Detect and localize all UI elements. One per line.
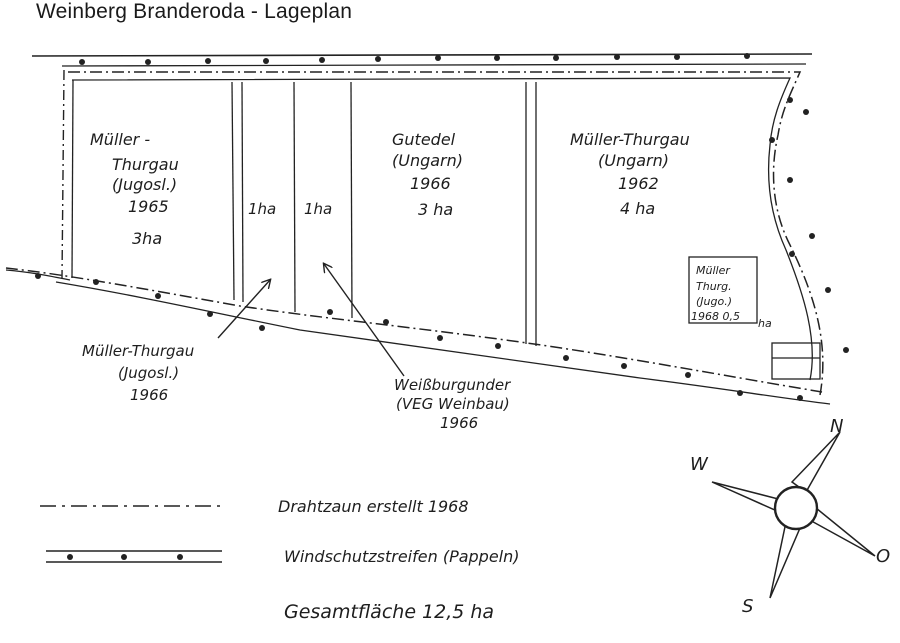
arrow-right	[324, 264, 405, 377]
parcel-4-origin: (Ungarn)	[392, 151, 463, 170]
parcel-6-unit: ha	[758, 317, 772, 330]
legend-windbreak-symbol	[46, 550, 222, 563]
parcel-1-area: 3ha	[132, 229, 162, 248]
parcel-1-year: 1965	[128, 197, 169, 216]
compass-east: O	[876, 546, 890, 567]
poplar-dots-top	[79, 53, 750, 65]
callout-left: Müller-Thurgau (Jugosl.) 1966	[82, 342, 194, 404]
compass-west: W	[690, 454, 709, 475]
parcel-1-variety-b: Thurgau	[112, 155, 179, 174]
legend-total-area: Gesamtfläche 12,5 ha	[284, 601, 494, 623]
poplar-dots-south	[35, 273, 803, 401]
page-title: Weinberg Branderoda - Lageplan	[36, 0, 353, 23]
arrow-left	[217, 280, 270, 339]
parcel-5: Müller-Thurgau (Ungarn) 1962 4 ha	[570, 130, 690, 218]
parcel-dividers	[231, 81, 537, 346]
parcel-1: Müller - Thurgau (Jugosl.) 1965 3ha	[90, 130, 179, 248]
parcel-5-area: 4 ha	[620, 199, 655, 218]
callout-left-origin: (Jugosl.)	[118, 364, 179, 382]
legend-windbreak-label: Windschutzstreifen (Pappeln)	[284, 547, 520, 566]
compass-rose	[711, 431, 876, 599]
parcel-5-variety: Müller-Thurgau	[570, 130, 690, 149]
parcel-5-origin: (Ungarn)	[598, 151, 669, 170]
parcel-5-year: 1962	[618, 174, 659, 193]
parcel-6-line-2: Thurg.	[696, 280, 732, 293]
callout-right-variety: Weißburgunder	[394, 376, 511, 394]
parcel-2-area: 1ha	[248, 200, 276, 218]
compass-south: S	[742, 596, 753, 617]
parcel-4-variety: Gutedel	[392, 130, 456, 149]
parcel-4-year: 1966	[410, 174, 451, 193]
parcel-6-line-4: 1968 0,5	[691, 310, 740, 323]
parcel-6: Müller Thurg. (Jugo.) 1968 0,5 ha	[691, 264, 772, 330]
top-windbreak	[31, 53, 813, 67]
callout-left-year: 1966	[130, 386, 168, 404]
parcel-6-line-3: (Jugo.)	[696, 295, 732, 308]
parcel-6-line-1: Müller	[696, 264, 731, 277]
fence-line	[68, 71, 824, 396]
callout-right: Weißburgunder (VEG Weinbau) 1966	[394, 376, 511, 432]
vineyard-border	[71, 77, 813, 381]
callout-left-variety: Müller-Thurgau	[82, 342, 194, 360]
legend-fence-label: Drahtzaun erstellt 1968	[278, 497, 469, 516]
parcel-3-area: 1ha	[304, 200, 332, 218]
poplar-dots-east	[769, 97, 849, 353]
callout-right-year: 1966	[440, 414, 478, 432]
parcel-6-box	[688, 256, 758, 324]
callout-right-origin: (VEG Weinbau)	[396, 395, 510, 413]
parcel-4-area: 3 ha	[418, 200, 453, 219]
parcel-1-variety-a: Müller -	[90, 130, 150, 149]
building	[771, 342, 821, 380]
parcel-4: Gutedel (Ungarn) 1966 3 ha	[392, 130, 463, 219]
west-border	[61, 69, 74, 279]
compass-north: N	[830, 416, 843, 437]
parcel-1-origin: (Jugosl.)	[112, 175, 177, 194]
